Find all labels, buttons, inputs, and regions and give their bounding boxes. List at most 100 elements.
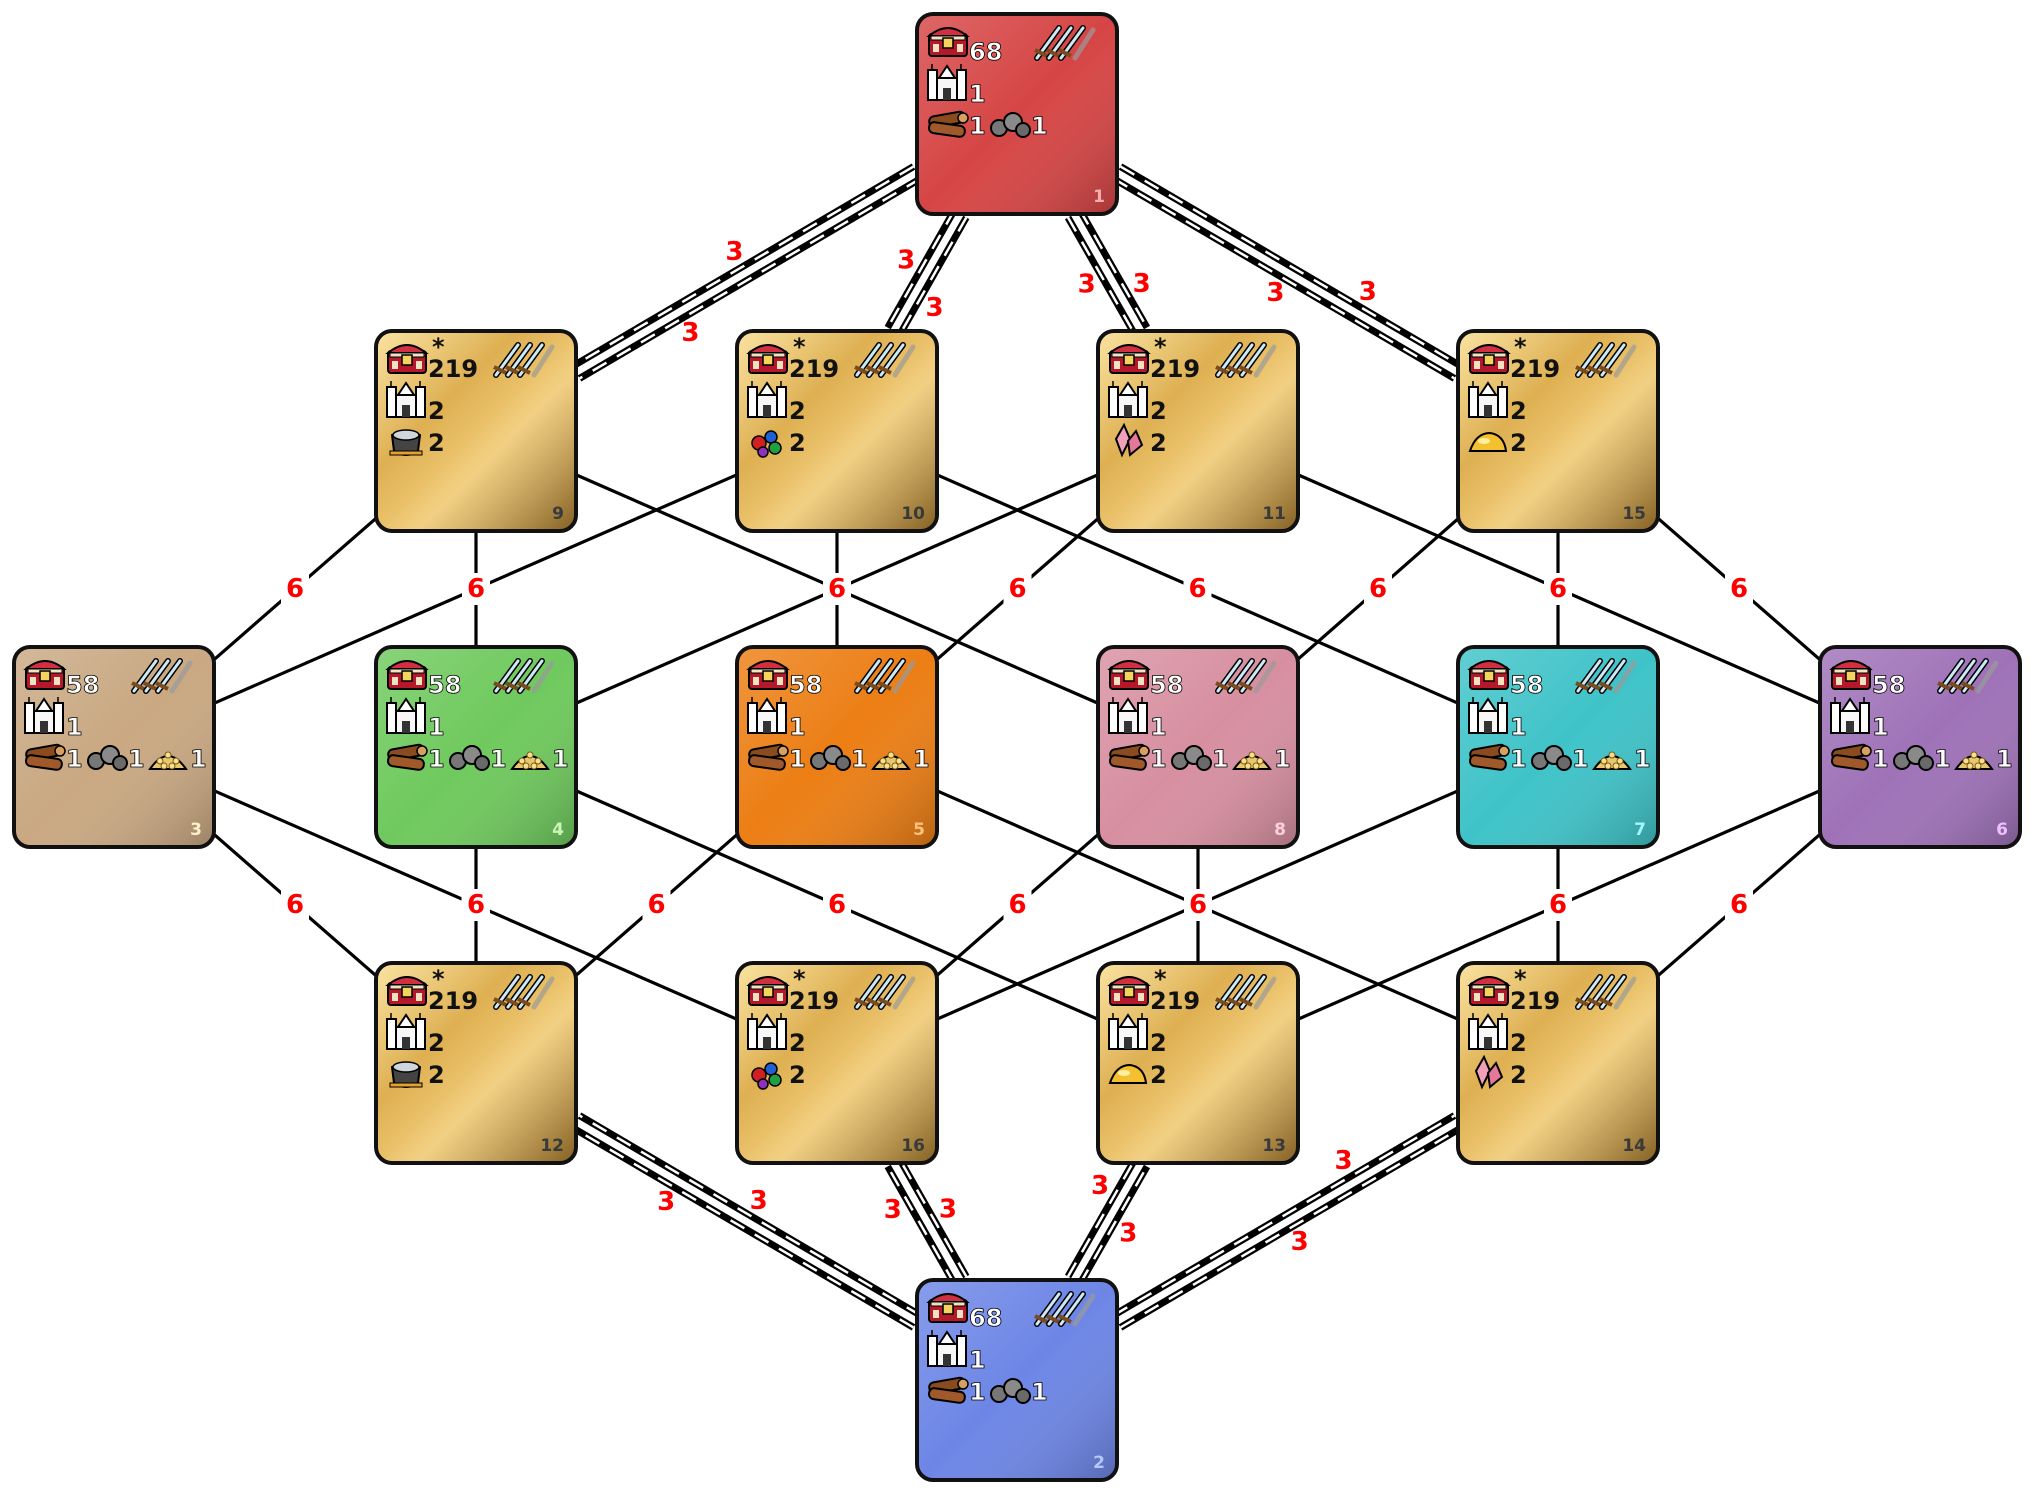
- connection-guard-label: 6: [1188, 574, 1206, 604]
- resource-count: 1: [1510, 745, 1527, 773]
- sulfur-icon: [1468, 431, 1508, 452]
- road-dash: [898, 216, 968, 336]
- resource-count: 1: [1274, 745, 1291, 773]
- swords-icon: [1034, 25, 1096, 61]
- swords-icon: [493, 974, 555, 1010]
- treasure-chest-icon: [23, 660, 67, 690]
- connection-guard-label: 3: [1335, 1146, 1353, 1176]
- castle-count: 2: [1150, 1029, 1167, 1057]
- zone-number: 15: [1622, 504, 1646, 524]
- treasure-value: 219: [1510, 355, 1560, 383]
- castle-icon: [386, 381, 426, 418]
- castle-count: 1: [789, 713, 806, 741]
- castle-count: 1: [1150, 713, 1167, 741]
- castle-count: 1: [1510, 713, 1527, 741]
- zone-tile-shading: [1100, 965, 1296, 1161]
- connection-1-10: [884, 208, 970, 337]
- resource-count: 1: [1872, 745, 1889, 773]
- connection-guard-label: 3: [884, 1195, 902, 1225]
- sulfur-icon: [1108, 1063, 1148, 1084]
- star-marker: *: [432, 965, 445, 993]
- road-dash: [1112, 177, 1456, 380]
- castle-count: 1: [1872, 713, 1889, 741]
- castle-icon: [386, 1013, 426, 1050]
- treasure-chest-icon: [1107, 660, 1151, 690]
- connection-guard-label: 3: [1359, 277, 1377, 307]
- zone-tile-shading: [1100, 333, 1296, 529]
- castle-count: 1: [428, 713, 445, 741]
- castle-icon: [1468, 1013, 1508, 1050]
- label-backdrop: [1725, 573, 1753, 605]
- wood-icon: [1830, 743, 1872, 771]
- label-backdrop: [1183, 573, 1212, 605]
- gems-icon: [751, 430, 782, 458]
- treasure-value: 58: [428, 671, 461, 699]
- connection-guard-label: 3: [1266, 278, 1284, 308]
- label-backdrop: [1364, 573, 1392, 605]
- swords-icon: [1034, 1291, 1096, 1327]
- treasure-chest-icon: [385, 976, 429, 1006]
- swords-icon: [493, 658, 555, 694]
- connection-guard-label: 6: [1730, 574, 1748, 604]
- connection-2-14: [1111, 1112, 1464, 1331]
- treasure-chest-icon: [926, 1293, 970, 1323]
- star-marker: *: [432, 333, 445, 361]
- resource-count: 1: [851, 745, 868, 773]
- connection-2-16: [884, 1157, 970, 1286]
- castle-count: 2: [1510, 1029, 1527, 1057]
- treasure-chest-icon: [746, 344, 790, 374]
- treasure-value: 58: [1872, 671, 1905, 699]
- zone-tile-shading: [378, 965, 574, 1161]
- resource-count: 1: [969, 112, 986, 140]
- swords-icon: [1215, 974, 1277, 1010]
- castle-icon: [386, 697, 426, 734]
- treasure-chest-icon: [1467, 660, 1511, 690]
- swords-icon: [1575, 342, 1637, 378]
- zone-number: 8: [1274, 820, 1286, 840]
- mercury-icon: [389, 1061, 423, 1088]
- castle-count: 2: [789, 397, 806, 425]
- road-dash: [886, 209, 956, 329]
- resource-count: 1: [1996, 745, 2013, 773]
- castle-count: 2: [789, 1029, 806, 1057]
- star-marker: *: [1514, 333, 1527, 361]
- treasure-chest-icon: [1467, 344, 1511, 374]
- label-backdrop: [462, 573, 490, 605]
- treasure-value: 219: [789, 987, 839, 1015]
- swords-icon: [1937, 658, 1999, 694]
- zone-number: 6: [1996, 820, 2008, 840]
- road-dash: [578, 177, 922, 380]
- wood-icon: [1108, 743, 1150, 771]
- zone-number: 12: [540, 1136, 564, 1156]
- treasure-value: 58: [66, 671, 99, 699]
- castle-icon: [927, 64, 967, 101]
- treasure-value: 219: [1510, 987, 1560, 1015]
- zone-number: 3: [190, 820, 202, 840]
- castle-icon: [927, 1330, 967, 1367]
- resource-count: 1: [1031, 1378, 1048, 1406]
- wood-icon: [747, 743, 789, 771]
- swords-icon: [854, 974, 916, 1010]
- resource-count: 1: [552, 745, 569, 773]
- gems-icon: [751, 1062, 782, 1090]
- connection-guard-label: 6: [1369, 574, 1387, 604]
- ore-icon: [1531, 745, 1572, 771]
- treasure-chest-icon: [746, 976, 790, 1006]
- road-dash: [1119, 165, 1463, 368]
